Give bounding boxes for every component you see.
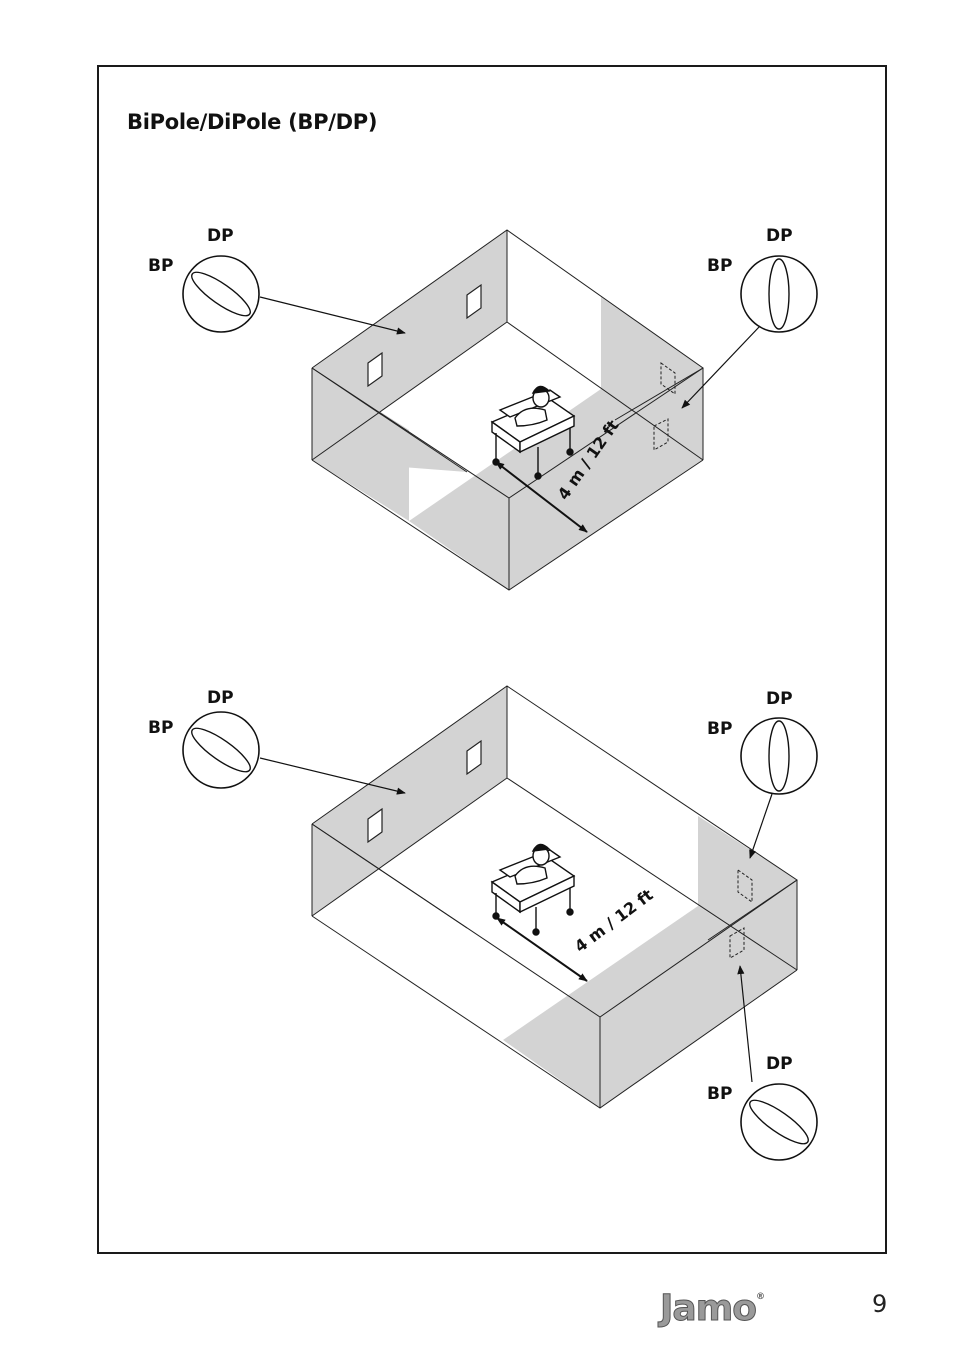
- polar-pattern-circle: DP BP: [707, 226, 818, 333]
- polar-pattern-circle: DP BP: [148, 226, 260, 333]
- bp-label: BP: [707, 1084, 732, 1104]
- speaker-rect-hidden: [729, 927, 745, 959]
- speaker-rect: [466, 283, 482, 320]
- polar-pattern-circle: DP BP: [148, 688, 260, 789]
- bp-label: BP: [707, 256, 732, 276]
- speaker-rect: [367, 351, 383, 388]
- polar-pattern-circle: DP BP: [707, 689, 818, 795]
- dp-label: DP: [207, 688, 234, 708]
- speaker-rect-hidden: [660, 362, 676, 395]
- speaker-rect-hidden: [737, 869, 753, 903]
- polar-pattern-circle: DP BP: [707, 1054, 818, 1161]
- dp-label: DP: [766, 1054, 793, 1074]
- page-number: 9: [872, 1290, 888, 1318]
- bp-label: BP: [148, 718, 173, 738]
- speaker-rect: [367, 807, 383, 844]
- bp-label: BP: [148, 256, 173, 276]
- room-diagram-top: 4 m / 12 ft: [311, 229, 704, 591]
- bp-label: BP: [707, 719, 732, 739]
- jamo-logo: Jamo®: [660, 1288, 765, 1330]
- sofa-with-listener: [490, 843, 576, 936]
- speaker-rect-hidden: [653, 418, 669, 451]
- speaker-rect: [466, 739, 482, 776]
- page-frame: [97, 65, 887, 1254]
- sofa-with-listener: [490, 385, 576, 480]
- room-diagram-bottom: 4 m / 12 ft: [311, 685, 798, 1109]
- dp-label: DP: [766, 226, 793, 246]
- dp-label: DP: [766, 689, 793, 709]
- page-title: BiPole/DiPole (BP/DP): [127, 110, 378, 134]
- dp-label: DP: [207, 226, 234, 246]
